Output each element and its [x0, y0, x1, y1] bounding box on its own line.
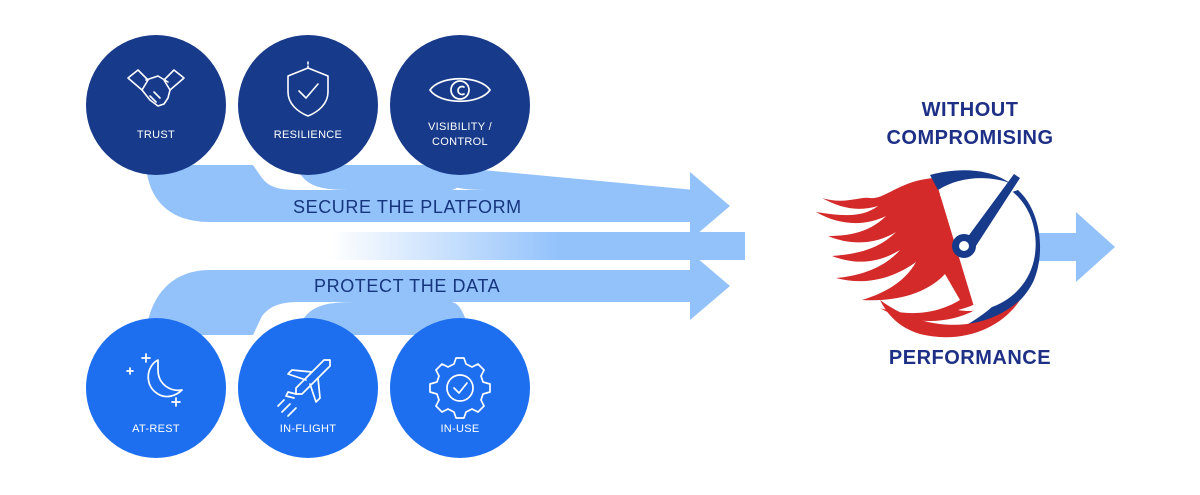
heading-line-2: COMPROMISING	[886, 127, 1054, 149]
pillar-label-resilience: RESILIENCE	[273, 129, 343, 141]
pillar-trust	[86, 35, 226, 175]
pillar-visibility-control	[390, 35, 530, 175]
gear-check-icon	[429, 357, 491, 419]
shield-check-icon	[287, 61, 329, 117]
pillar-label-visibility-line1: VISIBILITY /	[428, 121, 492, 133]
protect-data-label: PROTECT THE DATA	[314, 276, 501, 296]
performance-exit-arrow	[1030, 212, 1115, 282]
without-compromising-heading: WITHOUT COMPROMISING	[860, 96, 1080, 152]
secure-platform-arrow	[146, 165, 730, 240]
pillar-label-at-rest: AT-REST	[132, 423, 180, 435]
center-flow-band	[330, 232, 745, 260]
pillar-label-trust: TRUST	[136, 129, 176, 141]
secure-platform-label: SECURE THE PLATFORM	[293, 197, 522, 217]
pillar-label-visibility-line2: CONTROL	[432, 136, 488, 148]
pillar-resilience	[238, 35, 378, 175]
airplane-icon	[277, 359, 331, 417]
heading-line-1: WITHOUT	[921, 99, 1019, 121]
pillar-label-in-flight: IN-FLIGHT	[279, 423, 337, 435]
pillar-label-in-use: IN-USE	[440, 423, 480, 435]
handshake-icon	[127, 69, 185, 107]
pillar-in-flight	[238, 318, 378, 458]
moon-stars-icon	[126, 353, 183, 407]
eye-icon	[428, 78, 492, 102]
pillar-in-use	[390, 318, 530, 458]
performance-label: PERFORMANCE	[888, 347, 1052, 369]
flaming-speedometer-icon	[816, 170, 1041, 338]
pillar-at-rest	[86, 318, 226, 458]
pillar-label-visibility-control: VISIBILITY / CONTROL	[400, 120, 520, 150]
